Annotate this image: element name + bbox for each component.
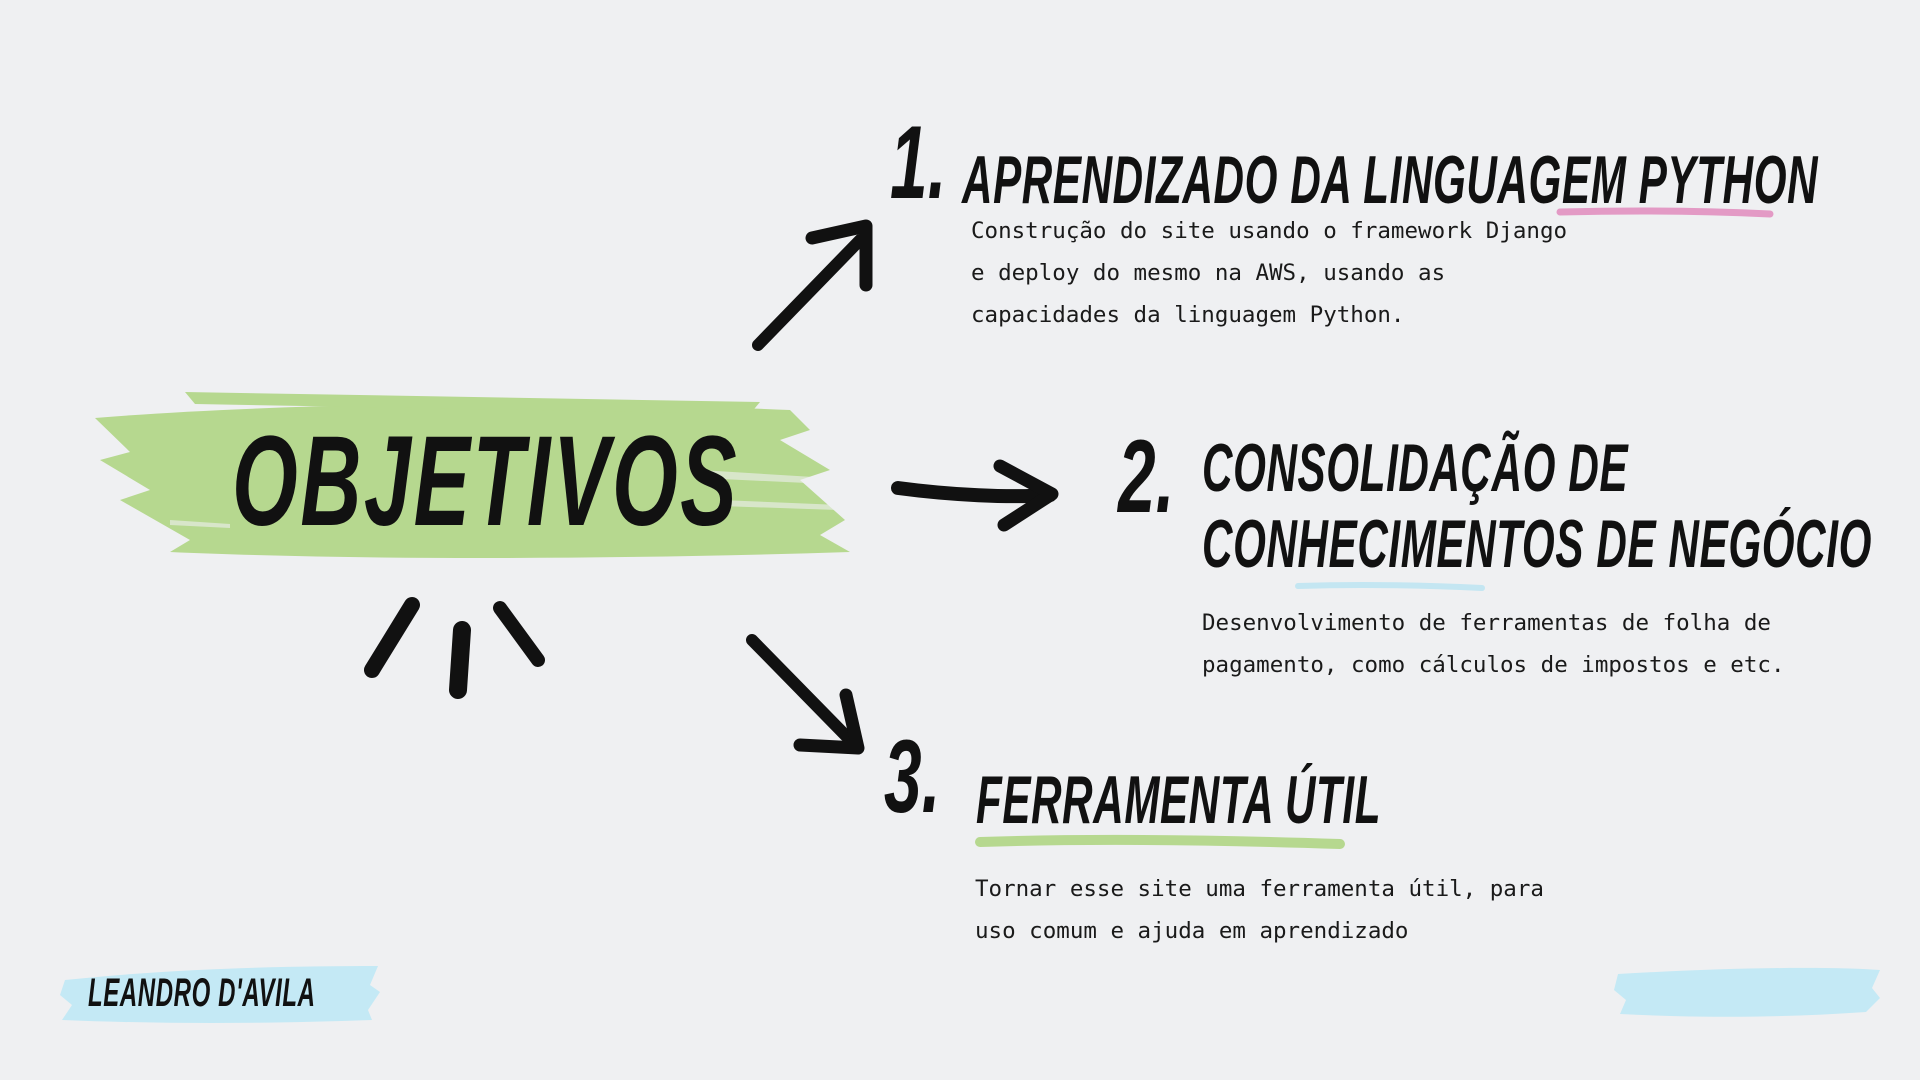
author-name: LEANDRO D'AVILA [88, 971, 316, 1015]
item-3-number: 3. [884, 719, 941, 835]
item-1-body-line-2: e deploy do mesmo na AWS, usando as [971, 260, 1446, 286]
item-2-number: 2. [1118, 419, 1175, 535]
item-2-heading-line-1: CONSOLIDAÇÃO DE [1202, 430, 1629, 506]
item-1-body-line-1: Construção do site usando o framework Dj… [971, 218, 1568, 244]
item-3-body-line-1: Tornar esse site uma ferramenta útil, pa… [975, 876, 1544, 902]
item-2-body-line-2: pagamento, como cálculos de impostos e e… [1202, 652, 1785, 678]
item-3-heading: FERRAMENTA ÚTIL [976, 762, 1382, 838]
item-3-body-line-2: uso comum e ajuda em aprendizado [975, 918, 1409, 944]
item-2-body-line-1: Desenvolvimento de ferramentas de folha … [1202, 610, 1771, 636]
item-1-number: 1. [890, 105, 947, 221]
item-2-heading-line-2: CONHECIMENTOS DE NEGÓCIO [1202, 506, 1872, 582]
item-1-body-line-3: capacidades da linguagem Python. [971, 302, 1405, 328]
item-1-heading: APRENDIZADO DA LINGUAGEM PYTHON [962, 142, 1819, 218]
main-title: OBJETIVOS [232, 410, 740, 553]
